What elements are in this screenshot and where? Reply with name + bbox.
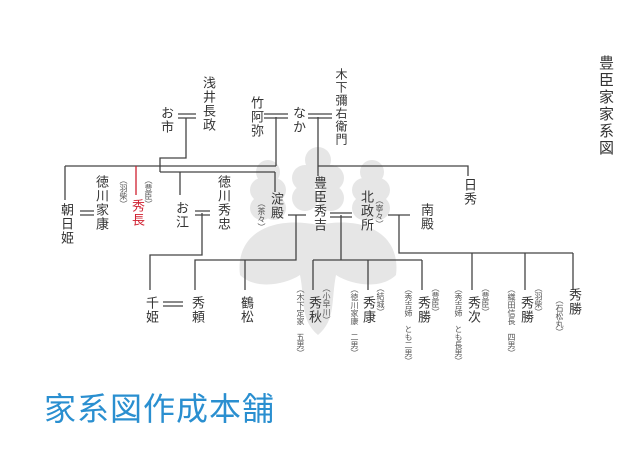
person-senhime: 千姫: [143, 296, 158, 324]
person-hideyasu: 秀康: [360, 296, 375, 324]
person-hidetsugu: 秀次: [465, 296, 480, 324]
clan-title: 豊臣家: [597, 55, 615, 106]
person-chikuami: 竹阿弥: [248, 96, 263, 138]
person-nisshu: 日秀: [461, 178, 476, 206]
person-hideaki: 秀秋: [306, 296, 321, 324]
chart-subtitle: 家系図: [597, 106, 615, 157]
person-tokugawa-hidetada: 徳川秀忠: [215, 175, 230, 231]
note-hideyasu-origin: （徳川家康 二男）: [350, 285, 359, 357]
person-kita-no-mandokoro: 北政所: [358, 190, 373, 232]
note-yodo-chacha: （茶々）: [257, 199, 266, 231]
note-hidetsugu-toyotomi: （豊臣）: [481, 284, 490, 316]
person-tokugawa-ieyasu: 徳川家康: [93, 175, 108, 231]
person-azai-nagamasa: 浅井長政: [200, 76, 215, 132]
note-hidekatsu1-toyotomi: （豊臣）: [431, 284, 440, 316]
person-hidenaga: 秀長: [129, 199, 144, 227]
note-hidekatsu3-ishimatsumaru: （石松丸）: [555, 296, 564, 336]
note-hideaki-origin: （木下定家 五男）: [296, 285, 305, 357]
note-hidenaga-toyotomi: （豊臣）: [144, 176, 153, 208]
note-hidekatsu2-hashiba: （羽柴）: [534, 284, 543, 316]
person-go: お江: [173, 201, 188, 229]
person-yodo-dono: 淀殿: [268, 192, 283, 220]
note-hidekatsu2-origin: （織田信長 四男）: [507, 285, 516, 357]
note-kita-nene: （寧々）: [375, 196, 384, 228]
person-hideyori: 秀頼: [189, 296, 204, 324]
note-hidetsugu-origin: （秀吉姉 とも長男）: [454, 285, 463, 365]
note-hidenaga-hashiba: （羽柴）: [119, 176, 128, 208]
brand-logo-text: 家系図作成本舗: [44, 390, 276, 428]
note-hideyasu-yuki: （結城）: [376, 284, 385, 316]
person-hidekatsu-2: 秀勝: [518, 296, 533, 324]
note-hideaki-kobayakawa: （小早川）: [322, 284, 331, 324]
person-minami-dono: 南殿: [418, 203, 433, 231]
person-naka: なか: [290, 106, 305, 134]
person-toyotomi-hideyoshi: 豊臣秀吉: [311, 176, 326, 232]
person-asahihime: 朝日姫: [58, 203, 73, 245]
person-hidekatsu-3: 秀勝: [566, 288, 581, 316]
person-hidekatsu-1: 秀勝: [415, 296, 430, 324]
person-kinoshita-yaemon: 木下彌右衛門: [334, 68, 348, 146]
note-hidekatsu1-origin: （秀吉姉 とも二男）: [404, 285, 413, 365]
person-oichi: お市: [158, 106, 173, 134]
person-tsurumatsu: 鶴松: [238, 296, 253, 324]
